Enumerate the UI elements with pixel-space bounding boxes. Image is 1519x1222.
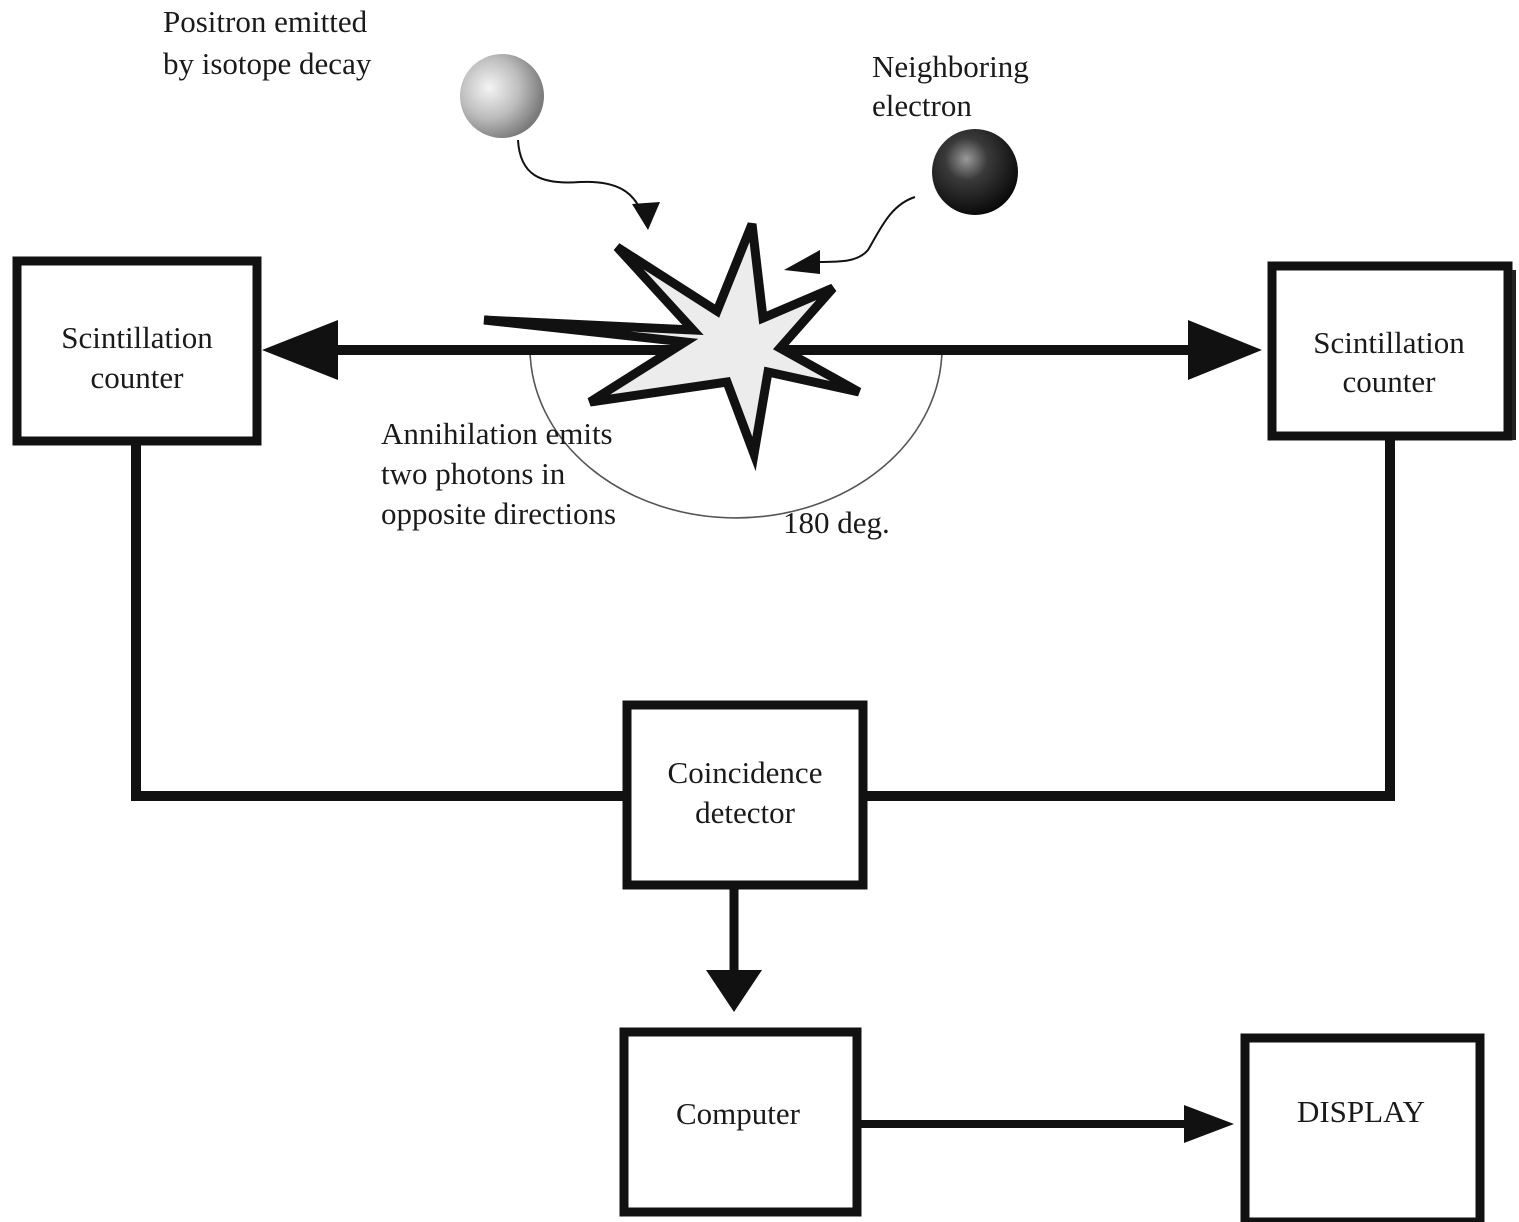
electron-arrowhead xyxy=(784,250,820,274)
annihilation-label-line3: opposite directions xyxy=(381,496,616,531)
wire-left-to-coincidence xyxy=(131,441,627,801)
scintillation-right-label-line2: counter xyxy=(1343,364,1437,399)
scintillation-counter-left-box xyxy=(12,256,262,446)
display-label: DISPLAY xyxy=(1297,1094,1425,1129)
annihilation-label-line1: Annihilation emits xyxy=(381,416,613,451)
positron-label-line1: Positron emitted xyxy=(163,4,368,39)
positron-arrowhead xyxy=(632,202,660,230)
electron-label-line1: Neighboring xyxy=(872,49,1029,84)
electron-label-line2: electron xyxy=(872,88,972,123)
scintillation-counter-right-box xyxy=(1267,261,1513,441)
positron-particle xyxy=(460,54,544,138)
arrowhead-to-computer xyxy=(706,970,762,1012)
photon-arrowhead-right xyxy=(1188,320,1262,380)
scintillation-left-label-line2: counter xyxy=(91,360,185,395)
computer-box xyxy=(619,1027,862,1217)
photon-arrowhead-left xyxy=(262,320,338,380)
coincidence-label-line1: Coincidence xyxy=(668,755,823,790)
positron-label-line2: by isotope decay xyxy=(163,46,372,81)
wire-right-to-coincidence xyxy=(863,436,1395,801)
computer-label: Computer xyxy=(676,1096,801,1131)
display-box xyxy=(1240,1033,1485,1222)
annihilation-burst xyxy=(483,222,862,472)
annihilation-label-line2: two photons in xyxy=(381,456,566,491)
scintillation-right-label-line1: Scintillation xyxy=(1313,325,1465,360)
positron-path xyxy=(517,139,639,206)
scintillation-left-label-line1: Scintillation xyxy=(61,320,213,355)
electron-path xyxy=(817,196,916,263)
angle-arc xyxy=(529,347,943,519)
electron-particle xyxy=(932,129,1018,215)
arrowhead-to-display xyxy=(1184,1105,1234,1143)
coincidence-label-line2: detector xyxy=(695,795,796,830)
angle-label: 180 deg. xyxy=(783,505,890,540)
